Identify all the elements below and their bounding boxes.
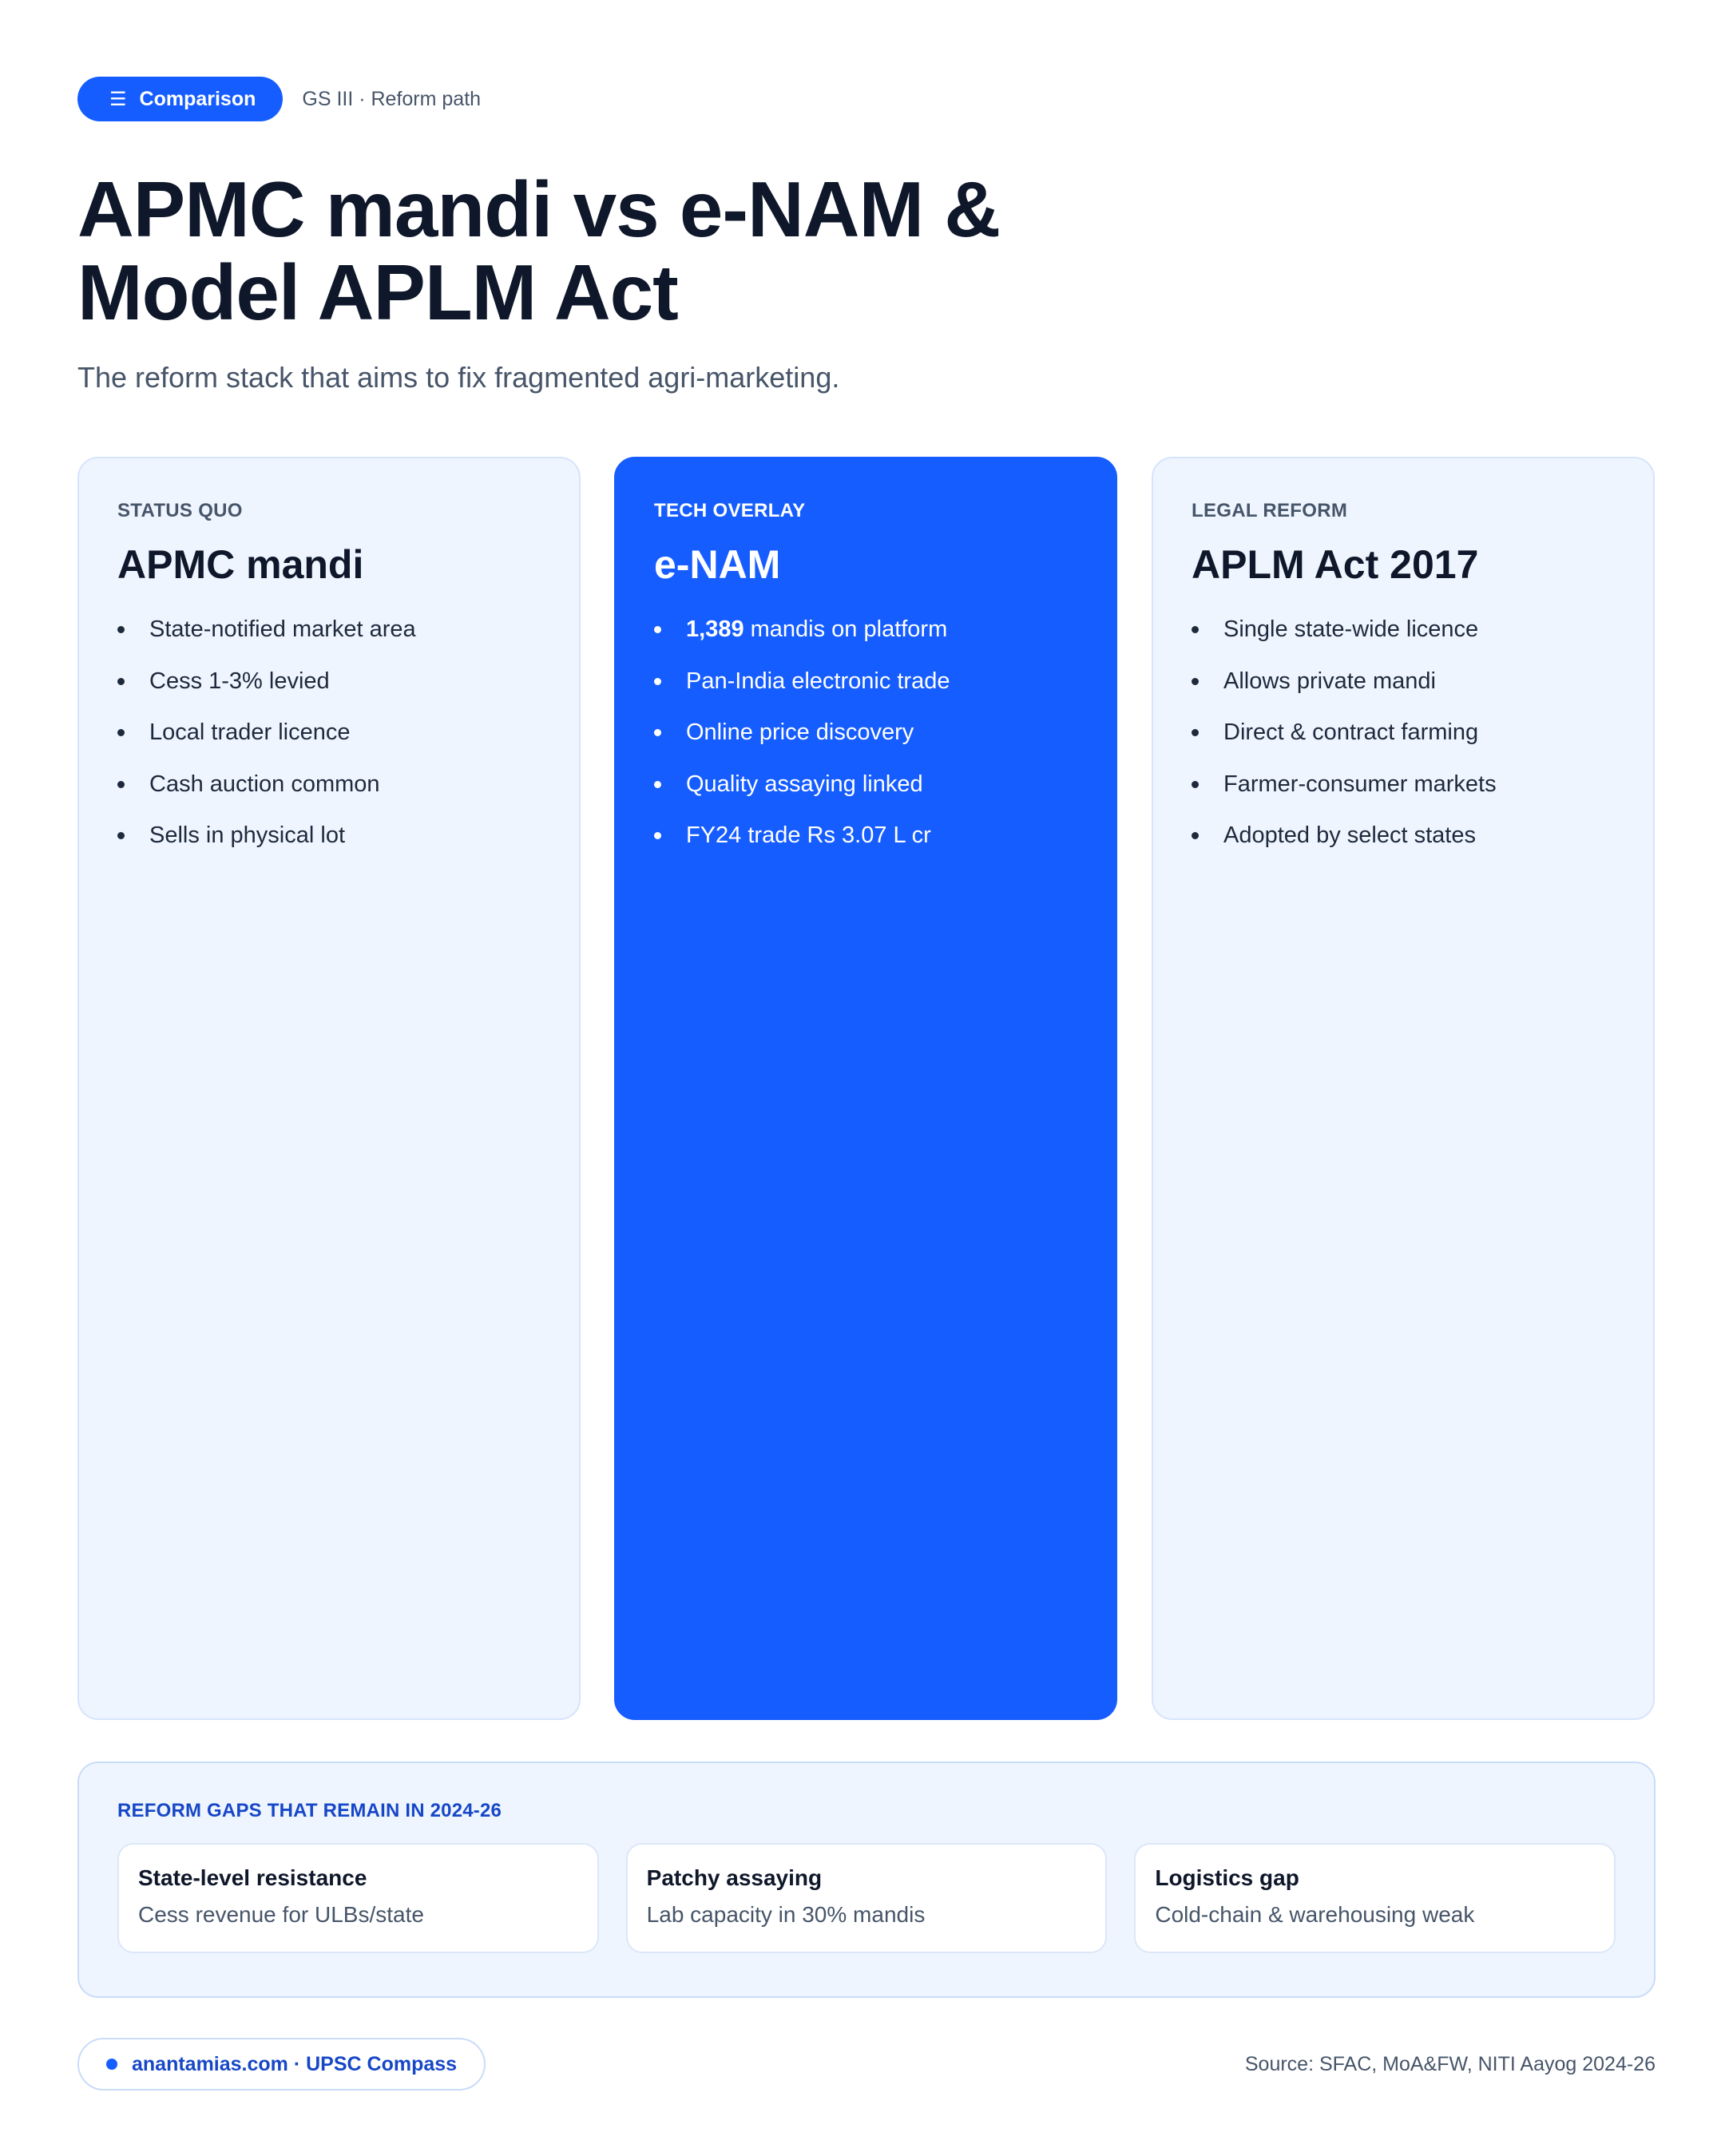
list-item: State-notified market area [117, 615, 541, 644]
reform-gaps-panel: REFORM GAPS THAT REMAIN IN 2024-26 State… [77, 1762, 1656, 1998]
gaps-title: REFORM GAPS THAT REMAIN IN 2024-26 [117, 1800, 502, 1821]
brand-label: anantamias.com · UPSC Compass [132, 2052, 458, 2075]
list-item: Single state-wide licence [1192, 615, 1615, 644]
list-item: Quality assaying linked [654, 770, 1077, 799]
card-apmc-mandi: STATUS QUO APMC mandi State-notified mar… [77, 457, 581, 1720]
card-tag: STATUS QUO [117, 500, 243, 521]
list-item: Direct & contract farming [1192, 718, 1615, 747]
list-item: Farmer-consumer markets [1192, 770, 1615, 799]
card-title: e-NAM [654, 542, 781, 587]
comparison-badge: ☰ Comparison [77, 77, 284, 121]
card-e-nam: TECH OVERLAY e-NAM 1,389 mandis on platf… [614, 457, 1117, 1720]
list-item: Allows private mandi [1192, 667, 1615, 696]
dot-icon [106, 2059, 117, 2070]
page-title: APMC mandi vs e-NAM & Model APLM Act [77, 165, 1001, 336]
gap-text: Cess revenue for ULBs/state [138, 1902, 424, 1927]
gap-heading: State-level resistance [138, 1865, 367, 1890]
card-title: APMC mandi [117, 542, 364, 587]
card-list: Single state-wide licence Allows private… [1192, 615, 1615, 850]
list-item: 1,389 mandis on platform [654, 615, 1077, 644]
footer: anantamias.com · UPSC Compass Source: SF… [77, 2038, 1656, 2091]
gap-heading: Logistics gap [1155, 1865, 1299, 1890]
page-subtitle: The reform stack that aims to fix fragme… [77, 361, 840, 394]
top-row: ☰ Comparison GS III · Reform path [77, 77, 1656, 121]
page: ☰ Comparison GS III · Reform path APMC m… [77, 77, 1656, 2091]
card-aplm-act: LEGAL REFORM APLM Act 2017 Single state-… [1152, 457, 1655, 1720]
breadcrumb: GS III · Reform path [302, 87, 482, 110]
gap-cards: State-level resistance Cess revenue for … [117, 1843, 1616, 1953]
gap-card: State-level resistance Cess revenue for … [117, 1843, 599, 1953]
gap-heading: Patchy assaying [646, 1865, 823, 1890]
card-list: 1,389 mandis on platform Pan-India elect… [654, 615, 1077, 850]
gap-text: Cold-chain & warehousing weak [1155, 1902, 1475, 1927]
list-item: Adopted by select states [1192, 821, 1615, 850]
source-note: Source: SFAC, MoA&FW, NITI Aayog 2024-26 [1244, 2052, 1656, 2075]
badge-label: Comparison [139, 87, 256, 110]
gap-text: Lab capacity in 30% mandis [646, 1902, 926, 1927]
comparison-columns: STATUS QUO APMC mandi State-notified mar… [77, 457, 1656, 1720]
card-tag: LEGAL REFORM [1192, 500, 1348, 521]
gap-card: Patchy assaying Lab capacity in 30% mand… [625, 1843, 1108, 1953]
card-title: APLM Act 2017 [1192, 542, 1479, 587]
card-tag: TECH OVERLAY [654, 500, 806, 521]
list-item: Cash auction common [117, 770, 541, 799]
list-item: FY24 trade Rs 3.07 L cr [654, 821, 1077, 850]
list-item: Cess 1-3% levied [117, 667, 541, 696]
list-item: Online price discovery [654, 718, 1077, 747]
list-item: Sells in physical lot [117, 821, 541, 850]
list-item: Pan-India electronic trade [654, 667, 1077, 696]
gap-card: Logistics gap Cold-chain & warehousing w… [1134, 1843, 1616, 1953]
list-item: Local trader licence [117, 718, 541, 747]
list-item-text: mandis on platform [744, 616, 948, 642]
brand-link[interactable]: anantamias.com · UPSC Compass [77, 2038, 486, 2091]
list-icon: ☰ [109, 88, 127, 110]
card-list: State-notified market area Cess 1-3% lev… [117, 615, 541, 850]
mandi-count: 1,389 [686, 616, 744, 642]
